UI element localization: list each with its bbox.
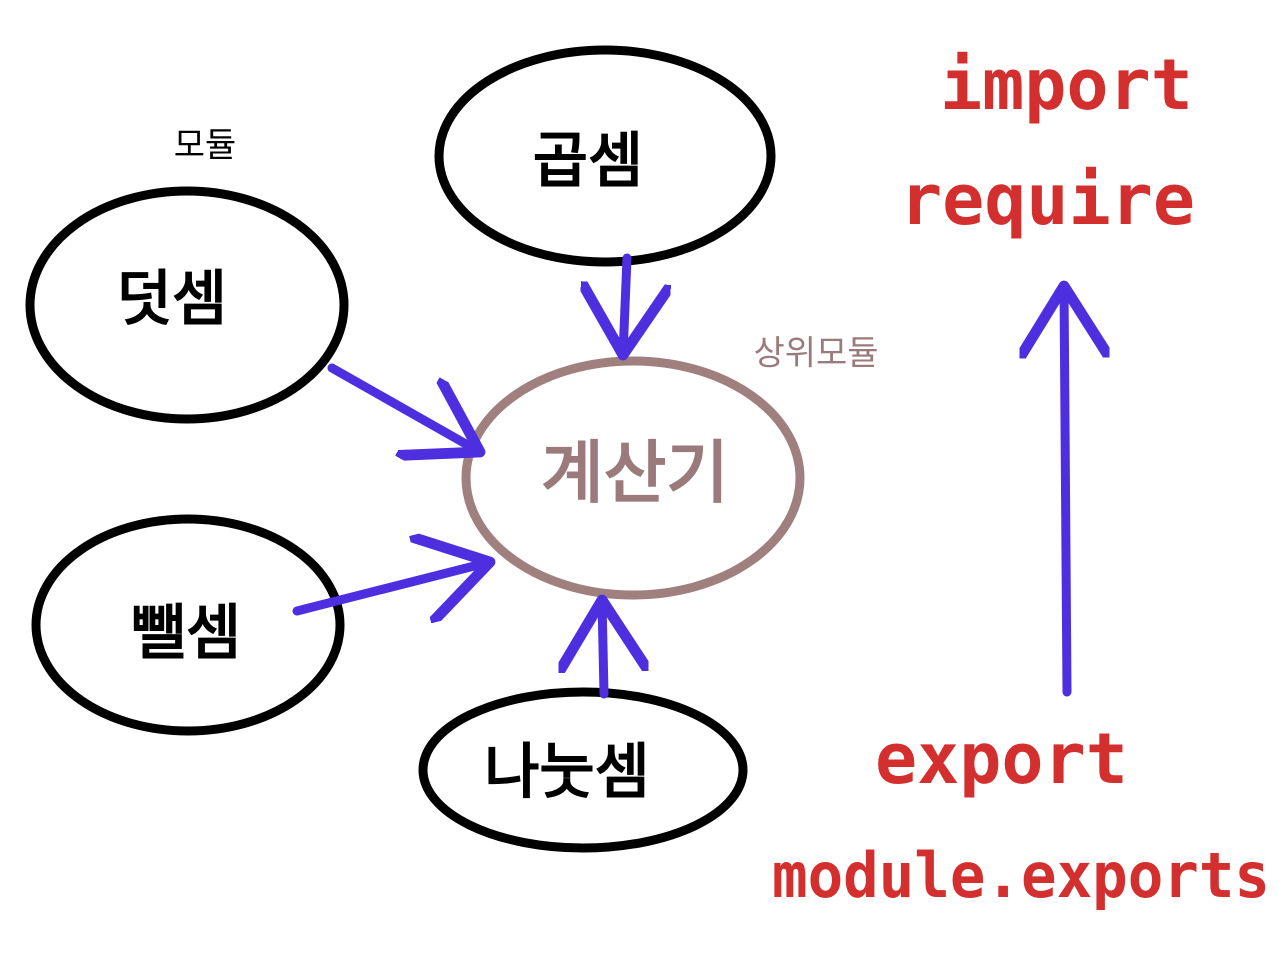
calculator-module-label: 계산기 <box>541 435 729 514</box>
add-to-calculator-arrow <box>327 363 480 452</box>
module-exports-keyword: module.exports <box>772 839 1270 912</box>
parent-module-annotation: 상위모듈 <box>753 334 878 374</box>
subtract-module-label: 뺄셈 <box>131 599 241 669</box>
subtract-to-calculator-arrow <box>292 562 490 611</box>
add-module-ellipse <box>25 186 349 424</box>
divide-module-ellipse <box>418 687 748 853</box>
require-keyword: require <box>900 159 1195 241</box>
module-annotation: 모듈 <box>174 126 237 166</box>
export-to-import-arrow <box>1064 286 1067 697</box>
multiply-module-ellipse <box>434 45 776 267</box>
multiply-to-calculator-arrow <box>623 253 627 355</box>
divide-module-label: 나눗셈 <box>484 738 650 808</box>
export-keyword: export <box>875 718 1128 800</box>
divide-to-calculator-arrow <box>602 600 604 699</box>
multiply-module-label: 곱셈 <box>533 127 643 197</box>
subtract-module-ellipse <box>31 514 345 736</box>
add-module-label: 덧셈 <box>117 265 227 335</box>
import-keyword: import <box>940 44 1193 126</box>
